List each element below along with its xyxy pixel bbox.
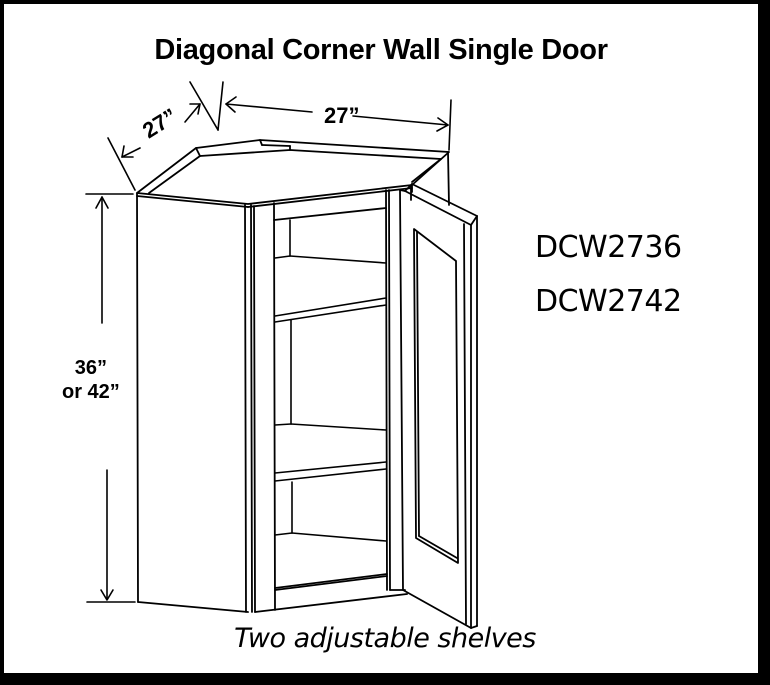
cabinet-interior-shelves xyxy=(274,219,387,542)
cabinet-top xyxy=(136,139,450,208)
width-dimension-label: 27” xyxy=(324,103,360,128)
diagram-canvas: Diagonal Corner Wall Single Door xyxy=(4,4,758,673)
height-dimension-label: 36” or 42” xyxy=(62,356,120,404)
diagram-title: Diagonal Corner Wall Single Door xyxy=(154,34,608,66)
cabinet-line-drawing xyxy=(85,81,478,629)
model-number-2: DCW2742 xyxy=(535,284,682,319)
cabinet-left-side xyxy=(136,192,253,613)
depth-dimension-line xyxy=(107,81,219,191)
cabinet-door xyxy=(399,151,478,629)
height-dimension-line1: 36” xyxy=(74,357,108,379)
height-dimension-line xyxy=(85,193,136,603)
model-number-1: DCW2736 xyxy=(535,230,682,265)
cabinet-face-frame xyxy=(253,185,412,613)
caption: Two adjustable shelves xyxy=(234,623,536,654)
width-dimension-line xyxy=(217,81,452,151)
height-dimension-line2: or 42” xyxy=(62,381,120,403)
